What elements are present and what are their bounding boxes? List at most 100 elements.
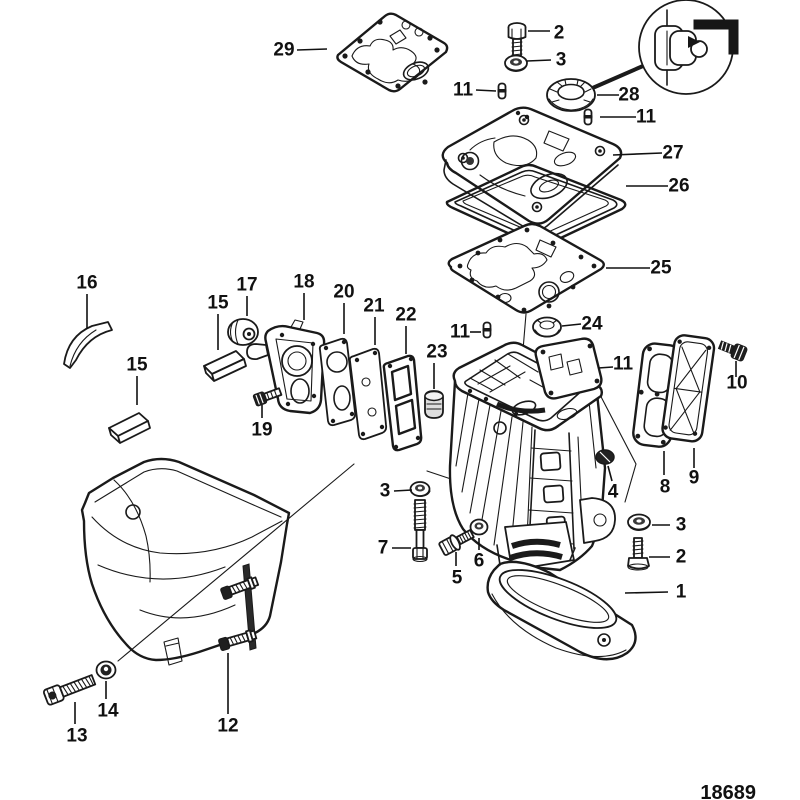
callout-part-11: 11 [453,80,497,101]
callout-number: 20 [333,282,354,303]
callout-part-7: 7 [378,538,411,559]
callout-number: 4 [608,482,619,503]
callout-part-20: 20 [333,282,355,334]
callout-part-24: 24 [561,314,603,335]
part-16-wedge [63,321,113,369]
callout-part-15: 15 [207,293,229,350]
callout-number: 2 [554,23,565,44]
part-29-base-gasket [336,12,449,93]
magnifier-detail-inset [587,0,739,95]
callout-leader-line [393,489,413,492]
callout-number: 11 [453,80,474,101]
callout-part-9: 9 [689,448,699,489]
callout-number: 6 [474,551,485,572]
part-4-plug [595,449,615,465]
callout-leader-line [296,48,328,51]
part-20-gasket [318,337,357,427]
callout-part-4: 4 [607,465,619,503]
callout-number: 29 [273,40,294,61]
callout-part-19: 19 [251,405,273,441]
callout-leader-line [526,59,552,62]
callout-part-3: 3 [380,481,413,502]
callout-part-12: 12 [217,653,239,737]
callout-part-3: 3 [526,50,567,71]
part-1-driveshaft-housing [448,337,637,661]
part-23-plug [424,390,444,419]
part-21-plate [348,347,388,441]
part-19-bolt [252,387,283,407]
callout-number: 13 [66,726,87,747]
part-2-bolt-top [507,22,527,57]
assembly-axis-lines [117,313,637,662]
callout-number: 7 [378,538,389,559]
callout-number: 11 [450,322,471,343]
part-11-dowel-pin-3 [482,321,492,339]
callout-leader-line [607,465,613,482]
callout-number: 22 [395,305,416,326]
callout-number: 26 [668,176,689,197]
callout-number: 3 [676,515,687,536]
part-15-key-upper [203,350,247,382]
part-2-bolt-right [627,537,650,571]
callout-part-1: 1 [624,582,687,603]
callout-part-27: 27 [612,143,684,164]
callout-number: 28 [618,85,639,106]
callout-number: 21 [363,296,385,317]
callout-part-10: 10 [726,361,748,394]
part-10-bolt [717,340,748,362]
callout-part-2: 2 [528,23,564,44]
callout-number: 11 [613,354,634,375]
callout-part-23: 23 [426,342,448,389]
callout-part-13: 13 [66,702,88,747]
callout-part-28: 28 [597,85,640,106]
callout-number: 11 [636,107,657,128]
callout-part-15: 15 [126,355,148,405]
callout-part-8: 8 [660,451,671,498]
part-25-gasket [447,222,605,314]
callout-number: 16 [76,273,97,294]
part-24-seal [532,316,562,338]
callout-number: 24 [581,314,603,335]
callout-part-5: 5 [452,552,463,589]
callout-number: 1 [676,582,687,603]
part-11-dowel-pin-2 [583,108,593,126]
callout-part-2: 2 [649,547,686,568]
part-11-dowel-pin-1 [497,82,507,100]
part-28-seal [546,78,596,112]
callout-number: 3 [380,481,391,502]
callout-part-14: 14 [97,681,119,722]
part-9-exhaust-divider-plate [661,334,716,443]
part-13-long-bolt [42,674,97,706]
callout-number: 14 [97,701,119,722]
callout-part-11: 11 [600,107,656,128]
callout-number: 12 [217,716,238,737]
callout-part-29: 29 [273,40,328,61]
callout-leader-line [612,152,663,156]
part-14-locknut [95,660,117,680]
part-3-washer-left [409,481,431,498]
callout-number: 8 [660,477,671,498]
callout-number: 3 [556,50,567,71]
magnifier-leader-line [587,64,644,92]
callout-part-11: 11 [450,322,481,343]
part-26-gasket [445,163,627,248]
callout-number: 15 [126,355,148,376]
callout-number: 17 [236,275,257,296]
callout-leader-line [561,323,582,327]
part-17-mount [227,318,259,346]
callout-part-16: 16 [76,273,98,329]
callout-number: 18 [293,272,314,293]
callout-leader-line [597,366,614,369]
callout-number: 25 [650,258,672,279]
part-27-adaptor-plate [441,106,623,232]
callout-number: 27 [662,143,683,164]
callout-number: 5 [452,568,463,589]
callout-number: 19 [251,420,272,441]
part-22-exhaust-plate [382,354,423,452]
callout-leader-line [475,89,497,92]
callout-part-26: 26 [626,176,690,197]
callout-part-22: 22 [395,305,417,354]
